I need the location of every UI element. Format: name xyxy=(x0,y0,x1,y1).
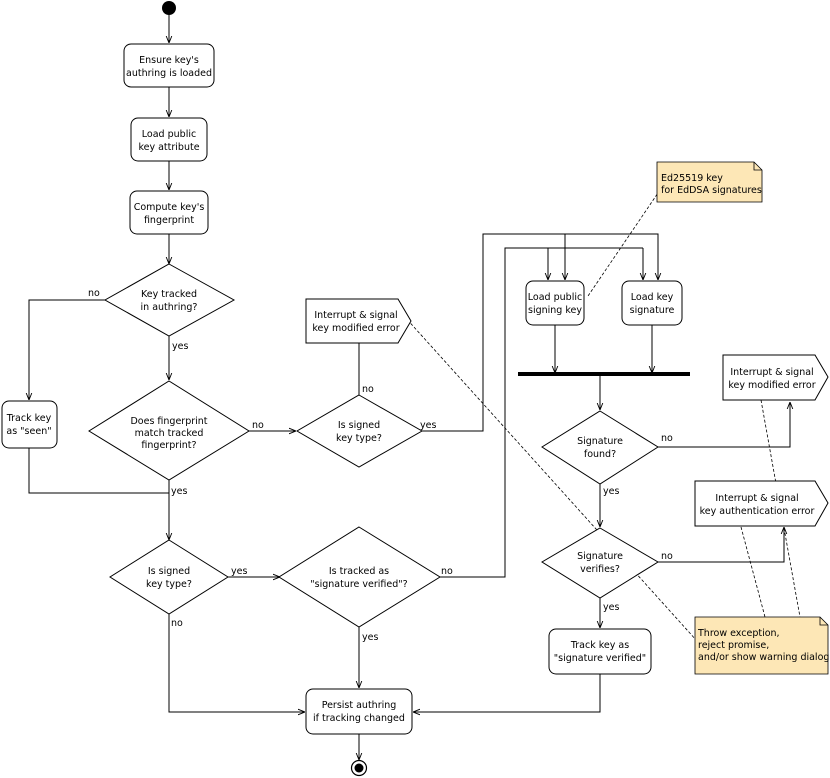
flow-lines xyxy=(29,15,790,760)
label-no-key-tracked: no xyxy=(88,288,100,299)
start-node xyxy=(162,1,176,15)
label-no-signed-2: no xyxy=(171,618,183,629)
svg-text:Throw exception,reject promise: Throw exception,reject promise,and/or sh… xyxy=(697,628,830,663)
node-track-verified: Track key as"signature verified" xyxy=(548,628,652,675)
label-yes-key-tracked: yes xyxy=(172,341,188,352)
label-no-sig-found: no xyxy=(661,433,673,444)
label-no-fp-match: no xyxy=(252,420,264,431)
label-no-tracked-verified: no xyxy=(441,566,453,577)
fork-bar xyxy=(518,372,690,376)
label-yes-sig-found: yes xyxy=(603,486,619,497)
svg-text:Is tracked as"signature verifi: Is tracked as"signature verified"? xyxy=(310,566,407,590)
label-yes-tracked-verified: yes xyxy=(362,632,378,643)
svg-text:Track key as"signature verifie: Track key as"signature verified" xyxy=(554,640,646,664)
label-no-signed-1: no xyxy=(362,384,374,395)
label-yes-fp-match: yes xyxy=(171,486,187,497)
edge-labels: no yes no yes no yes yes no no yes no ye… xyxy=(88,288,673,643)
end-node xyxy=(350,759,368,777)
note-throw: Throw exception,reject promise,and/or sh… xyxy=(694,616,830,675)
label-yes-signed-1: yes xyxy=(420,420,436,431)
decision-tracked-verified: Is tracked as"signature verified"? xyxy=(278,526,441,628)
label-yes-sig-verifies: yes xyxy=(603,602,619,613)
label-yes-signed-2: yes xyxy=(231,566,247,577)
label-no-sig-verifies: no xyxy=(661,551,673,562)
